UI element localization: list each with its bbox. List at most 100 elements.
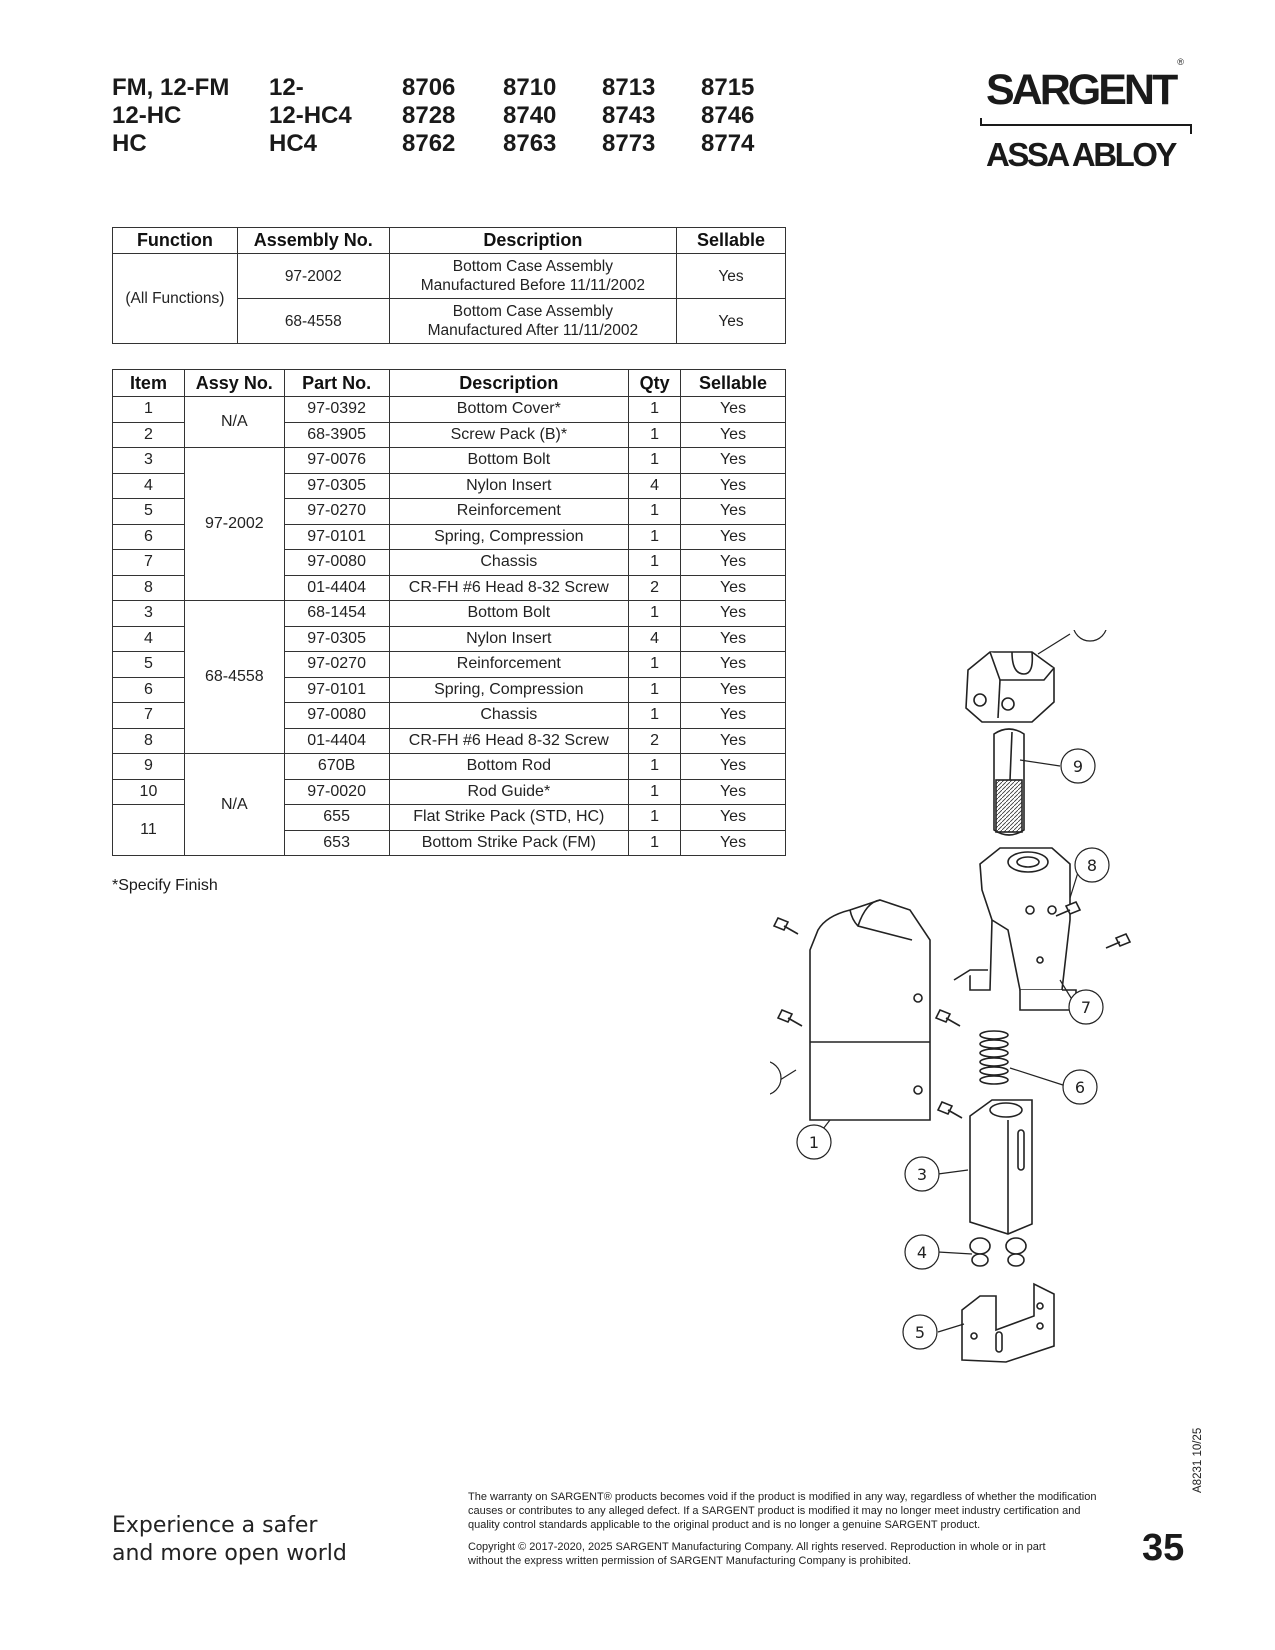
item-cell: 6 [112, 523, 185, 550]
column-header: Description [388, 227, 678, 254]
bottom-rod-part [993, 728, 1025, 836]
description-cell: Bottom Bolt [388, 447, 630, 474]
column-header: Sellable [680, 369, 786, 397]
item-cell: 8 [112, 574, 185, 601]
sellable-cell: Yes [680, 523, 786, 550]
item-cell: 5 [112, 498, 185, 525]
model-cell: 8743 [602, 102, 656, 129]
part-number-cell: 655 [283, 804, 390, 831]
qty-cell: 4 [628, 472, 682, 499]
warranty-line: causes or contributes to any alleged def… [468, 1505, 1081, 1517]
document-code: A8231 10/25 [1192, 1427, 1204, 1493]
model-cell: FM, 12-FM [112, 74, 230, 101]
sargent-assa-abloy-logo: SARGENT® ASSA ABLOY [978, 57, 1196, 176]
callout-3: 3 [917, 1165, 927, 1184]
part-number-cell: 01-4404 [283, 574, 390, 601]
part-number-cell: 68-1454 [283, 600, 390, 627]
item-cell: 4 [112, 472, 185, 499]
sellable-cell: Yes [676, 253, 786, 299]
qty-cell: 1 [628, 523, 682, 550]
description-cell: Spring, Compression [388, 523, 630, 550]
sellable-cell: Yes [680, 753, 786, 780]
qty-cell: 1 [628, 447, 682, 474]
sellable-cell: Yes [680, 600, 786, 627]
column-header: Assembly No. [236, 227, 390, 254]
part-number-cell: 01-4404 [283, 727, 390, 754]
item-cell: 11 [112, 804, 185, 856]
item-cell: 4 [112, 625, 185, 652]
item-cell: 3 [112, 600, 185, 627]
description-cell: Bottom Rod [388, 753, 630, 780]
description-cell: Bottom Cover* [388, 396, 630, 423]
chassis-part [953, 847, 1077, 1011]
column-header: Qty [628, 369, 682, 397]
column-header: Function [112, 227, 238, 254]
callout-1: 1 [809, 1133, 819, 1152]
model-cell: 8762 [402, 130, 456, 157]
part-number-cell: 97-0101 [283, 523, 390, 550]
part-number-cell: 97-0392 [283, 396, 390, 423]
qty-cell: 2 [628, 574, 682, 601]
column-header: Description [388, 369, 630, 397]
part-number-cell: 97-0270 [283, 498, 390, 525]
description-cell: Screw Pack (B)* [388, 421, 630, 448]
qty-cell: 1 [628, 549, 682, 576]
callout-9: 9 [1073, 757, 1083, 776]
qty-cell: 1 [628, 396, 682, 423]
screw-part [772, 900, 1132, 1119]
brand-text: SARGENT [986, 66, 1178, 114]
table-header-row: Function Assembly No. Description Sellab… [112, 227, 786, 254]
qty-cell: 1 [628, 421, 682, 448]
assa-abloy-wordmark: ASSA ABLOY [986, 136, 1177, 173]
part-number-cell: 97-0080 [283, 702, 390, 729]
registered-mark: ® [1177, 56, 1184, 67]
part-number-cell: 97-0270 [283, 651, 390, 678]
copyright-text: Copyright © 2017-2020, 2025 SARGENT Manu… [468, 1540, 1118, 1568]
reinforcement-part [961, 1282, 1055, 1363]
qty-cell: 1 [628, 600, 682, 627]
description-line: Manufactured Before 11/11/2002 [420, 277, 646, 294]
warranty-line: The warranty on SARGENT® products become… [468, 1491, 1097, 1503]
qty-cell: 1 [628, 702, 682, 729]
assy-cell: 97-2002 [183, 447, 285, 601]
sellable-cell: Yes [680, 829, 786, 856]
warranty-line: quality control standards applicable to … [468, 1519, 981, 1531]
qty-cell: 1 [628, 676, 682, 703]
sellable-cell: Yes [680, 702, 786, 729]
model-cell: 8710 [503, 74, 557, 101]
bottom-bolt-part [969, 1099, 1033, 1235]
model-cell: 8740 [503, 102, 557, 129]
item-cell: 2 [112, 421, 185, 448]
nylon-insert-part [969, 1237, 1027, 1267]
item-cell: 3 [112, 447, 185, 474]
column-header: Part No. [283, 369, 390, 397]
description-cell: Nylon Insert [388, 625, 630, 652]
part-number-cell: 97-0020 [283, 778, 390, 805]
bottom-cover-part [809, 899, 931, 1121]
model-cell: 8746 [701, 102, 755, 129]
qty-cell: 4 [628, 625, 682, 652]
model-cell: 8706 [402, 74, 456, 101]
description-cell: Bottom Bolt [388, 600, 630, 627]
sargent-wordmark: SARGENT® [986, 57, 1184, 115]
qty-cell: 1 [628, 498, 682, 525]
logo-rule-tick [1190, 126, 1192, 134]
qty-cell: 2 [628, 727, 682, 754]
assembly-cell: 97-2002 [236, 253, 390, 299]
qty-cell: 1 [628, 753, 682, 780]
assy-cell: N/A [183, 396, 285, 448]
qty-cell: 1 [628, 804, 682, 831]
model-cell: 8763 [503, 130, 557, 157]
part-number-cell: 670B [283, 753, 390, 780]
description-cell: Spring, Compression [388, 676, 630, 703]
function-cell: (All Functions) [112, 253, 238, 344]
item-cell: 8 [112, 727, 185, 754]
exploded-parts-diagram: 10 9 8 7 6 2 1 3 4 5 [770, 630, 1132, 1363]
